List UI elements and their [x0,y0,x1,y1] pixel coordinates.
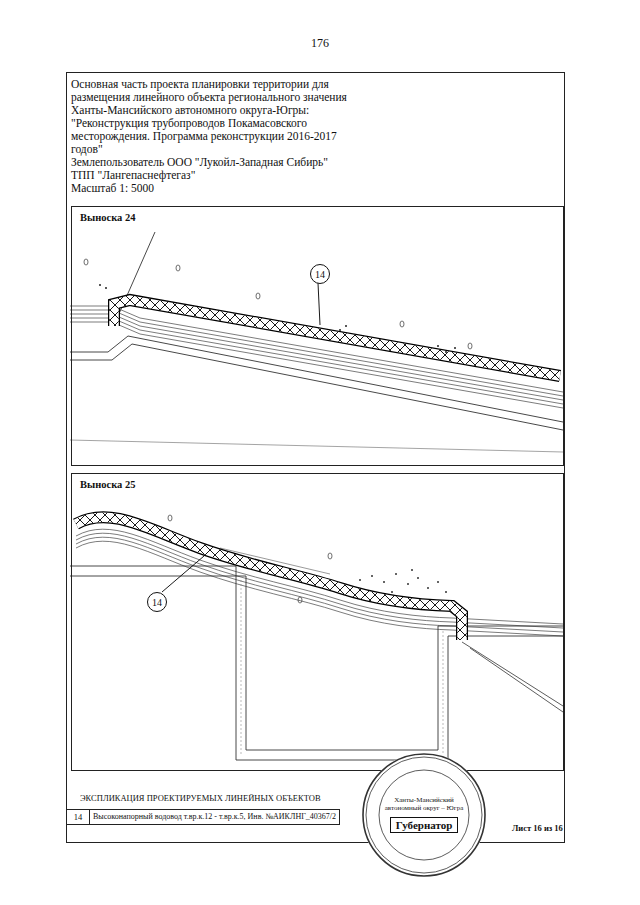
pipeline-corridor-fill [114,300,560,376]
road-line [70,310,563,396]
stamp-ring [366,757,482,873]
dot [105,287,107,289]
stamp-text: Ханты-Мансийский автономный округ – Югра [384,797,464,812]
tree-symbols [168,515,332,603]
page-number: 176 [311,36,329,51]
dot [345,325,347,327]
dot [445,351,447,353]
dot [437,581,439,583]
stamp-text: Губернатор [390,817,459,833]
tree-symbol [168,515,172,521]
dot [371,575,373,577]
leader-line [318,283,320,325]
map-excerpt-25 [70,515,563,760]
tree-symbol [468,343,472,349]
road-line [76,541,563,636]
stamp-ring [379,770,469,860]
dot [339,329,341,331]
tree-symbol [84,259,88,265]
header-text: Основная часть проекта планировки террит… [71,78,371,156]
tree-symbols [84,259,472,349]
dot [445,591,447,593]
callout-number: 14 [152,597,162,608]
dot [427,587,429,589]
road-edge [70,566,563,760]
dot [437,345,439,347]
pipeline-corridor-fill [76,517,462,640]
leader-line [162,556,204,592]
tree-symbol [256,293,260,299]
pipeline-corridor-outline [76,517,462,640]
dot [395,573,397,575]
header-text: ТПП "Лангепаснефтегаз" [71,169,560,182]
marsh-dots [99,284,456,353]
dot [391,591,393,593]
branch-line [462,642,563,706]
map-excerpt-24 [70,232,563,452]
callout-number: 14 [147,592,167,612]
dot [383,581,385,583]
marsh-dots [359,569,447,593]
pipeline-corridor-outline [114,300,560,376]
sheet-number: Лист 16 из 16 [512,823,563,833]
dot [411,569,413,571]
table-title: ЭКСПЛИКАЦИЯ ПРОЕКТИРУЕМЫХ ЛИНЕЙНЫХ ОБЪЕК… [80,793,321,803]
dot [417,577,419,579]
table-cell: Высоконапорный водовод т.вр.к.12 - т.вр.… [89,809,340,825]
dot [407,583,409,585]
tree-symbol [176,265,180,271]
road-edge [70,336,563,422]
tree-symbol [400,321,404,327]
stamp-ring [363,754,485,876]
road-edge [70,576,563,750]
road-edge [70,440,563,452]
dot [429,349,431,351]
callout-panel: Выноска 25 14 [71,473,564,771]
dot [359,579,361,581]
header-text: Масштаб 1: 5000 [71,182,560,195]
branch-line [470,648,563,712]
callout-number: 14 [315,269,325,280]
pipeline-corridor-hatch [76,517,462,640]
panel-heading: Выноска 24 [79,212,136,223]
header-text: Землепользователь ООО "Лукойл-Западная С… [71,156,560,169]
table-cell: 14 [66,809,90,825]
road-edge [70,344,563,430]
dot [454,347,456,349]
callout-number: 14 [310,264,330,284]
tree-symbol [328,553,332,559]
callout-panel: Выноска 24 14 [71,206,564,466]
stamp-rings [362,753,486,877]
pipeline-corridor-hatch [114,300,560,376]
tree-symbol [298,597,302,603]
road-line [70,306,563,392]
dot [99,284,101,286]
sheet-frame: Основная часть проекта планировки террит… [66,72,565,843]
panel-heading: Выноска 25 [79,479,136,490]
seal-stamp: Ханты-Мансийский автономный округ – Югра… [362,753,486,877]
